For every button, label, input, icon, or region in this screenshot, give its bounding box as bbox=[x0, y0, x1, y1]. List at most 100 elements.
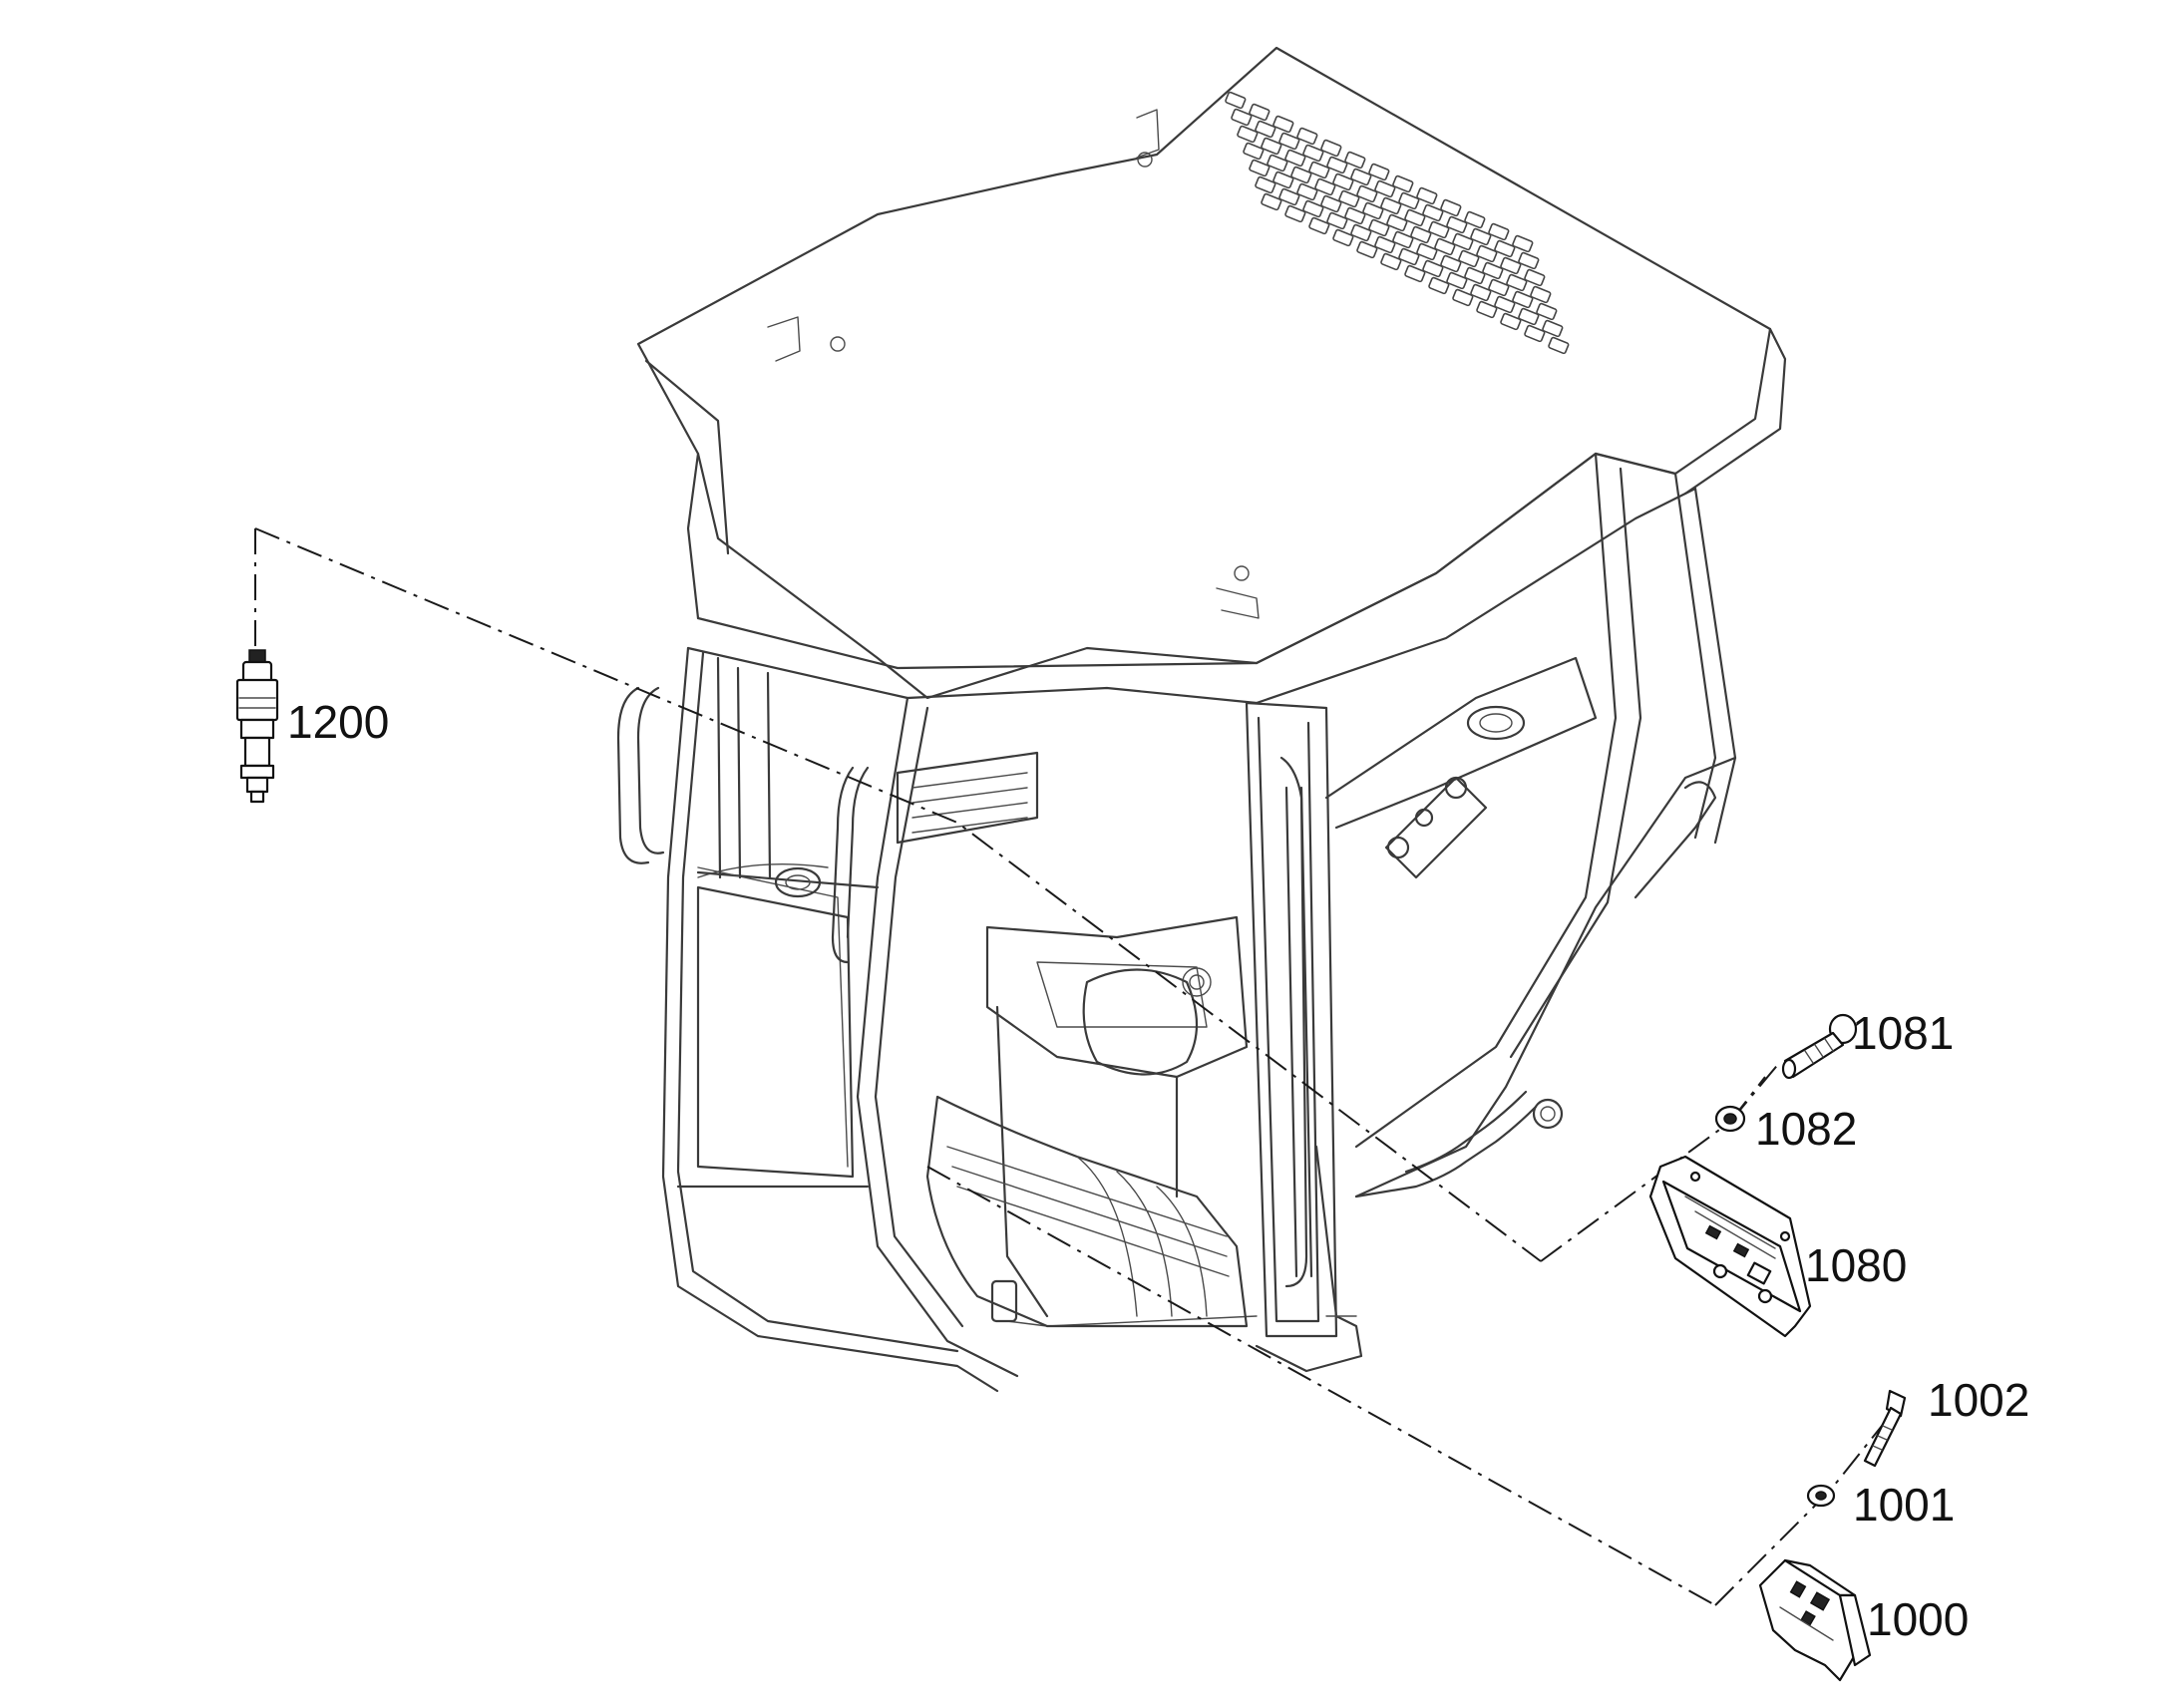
vent-slot bbox=[1494, 295, 1516, 314]
vent-slot bbox=[1464, 210, 1486, 229]
vent-slot bbox=[1524, 268, 1546, 287]
vent-slot bbox=[1386, 213, 1408, 232]
vent-slot bbox=[1476, 244, 1498, 263]
vent-slot bbox=[1452, 232, 1474, 251]
vent-slot bbox=[1410, 225, 1432, 244]
part-1081-screw bbox=[1781, 1013, 1858, 1080]
vent-slot bbox=[1350, 168, 1372, 186]
callout-1200: 1200 bbox=[287, 696, 389, 748]
callout-1082: 1082 bbox=[1755, 1103, 1857, 1155]
vent-slot bbox=[1542, 319, 1564, 338]
vent-slot bbox=[1494, 239, 1516, 258]
vent-slot bbox=[1231, 108, 1253, 127]
vent-slot bbox=[1338, 189, 1360, 208]
vent-slot bbox=[1290, 166, 1312, 184]
vent-slot bbox=[1356, 240, 1378, 259]
vent-slot bbox=[1362, 201, 1384, 220]
cab-frame bbox=[616, 46, 1787, 1393]
vent-slot bbox=[1326, 211, 1348, 230]
vent-slot bbox=[1261, 137, 1282, 156]
vent-slot bbox=[1356, 184, 1378, 203]
vent-slot bbox=[1392, 174, 1414, 193]
vent-slot bbox=[1320, 194, 1342, 213]
vent-slot bbox=[1398, 191, 1420, 210]
vent-slot bbox=[1440, 198, 1462, 217]
vent-slot bbox=[1296, 127, 1318, 146]
vent-slot bbox=[1296, 182, 1318, 201]
vent-slot bbox=[1261, 192, 1282, 211]
part-1082-washer bbox=[1714, 1105, 1746, 1133]
vent-slot bbox=[1512, 290, 1534, 309]
vent-slot bbox=[1536, 302, 1558, 321]
vent-slot bbox=[1272, 171, 1294, 189]
vent-slot bbox=[1302, 144, 1324, 163]
vent-slot bbox=[1332, 228, 1354, 247]
vent-slot bbox=[1374, 235, 1396, 254]
vent-slot bbox=[1392, 230, 1414, 249]
vent-slot bbox=[1284, 149, 1306, 168]
vent-slot bbox=[1308, 216, 1330, 235]
vent-slot bbox=[1344, 151, 1366, 170]
part-1001-washer bbox=[1806, 1484, 1836, 1508]
vent-slot bbox=[1380, 196, 1402, 215]
vent-slot bbox=[1398, 247, 1420, 266]
vent-slot bbox=[1320, 139, 1342, 158]
vent-slot bbox=[1446, 271, 1468, 290]
vent-slot bbox=[1350, 223, 1372, 242]
vent-slot bbox=[1470, 283, 1492, 302]
vent-slot bbox=[1470, 227, 1492, 246]
vent-slot bbox=[1404, 264, 1426, 283]
vent-slot bbox=[1428, 276, 1450, 295]
vent-slot bbox=[1548, 336, 1570, 355]
vent-slot bbox=[1422, 259, 1444, 278]
callout-1002: 1002 bbox=[1928, 1374, 2029, 1426]
vent-slot bbox=[1225, 91, 1247, 110]
vent-slot bbox=[1464, 266, 1486, 285]
vent-slot bbox=[1476, 300, 1498, 319]
vent-slot bbox=[1374, 179, 1396, 198]
vent-slot bbox=[1512, 234, 1534, 253]
vent-slot bbox=[1530, 285, 1552, 304]
vent-slot bbox=[1326, 156, 1348, 174]
vent-slot bbox=[1302, 199, 1324, 218]
vent-slot bbox=[1434, 237, 1456, 256]
vent-slot bbox=[1482, 261, 1504, 280]
vent-slot bbox=[1518, 307, 1540, 326]
vent-slot bbox=[1344, 206, 1366, 225]
vent-slot bbox=[1416, 242, 1438, 261]
vent-slot bbox=[1272, 115, 1294, 134]
roof-vent-grille bbox=[1225, 91, 1570, 355]
vent-slot bbox=[1452, 288, 1474, 307]
vent-slot bbox=[1308, 161, 1330, 179]
callout-1001: 1001 bbox=[1853, 1479, 1955, 1531]
vent-slot bbox=[1249, 103, 1271, 122]
vent-slot bbox=[1506, 273, 1528, 292]
vent-slot bbox=[1255, 120, 1276, 139]
part-1000-bracket bbox=[1758, 1558, 1872, 1682]
vent-slot bbox=[1524, 324, 1546, 343]
vent-slot bbox=[1440, 254, 1462, 273]
vent-slot bbox=[1446, 215, 1468, 234]
vent-slot bbox=[1284, 204, 1306, 223]
callout-1080: 1080 bbox=[1805, 1239, 1907, 1291]
vent-slot bbox=[1314, 177, 1336, 196]
vent-slot bbox=[1278, 132, 1300, 151]
vent-slot bbox=[1428, 220, 1450, 239]
part-1200-switch bbox=[235, 649, 279, 804]
vent-slot bbox=[1267, 154, 1288, 172]
callout-1081: 1081 bbox=[1852, 1007, 1954, 1059]
vent-slot bbox=[1404, 208, 1426, 227]
callout-1000: 1000 bbox=[1867, 1593, 1969, 1645]
vent-slot bbox=[1368, 218, 1390, 237]
vent-slot bbox=[1380, 252, 1402, 271]
vent-slot bbox=[1500, 256, 1522, 275]
vent-slot bbox=[1278, 187, 1300, 206]
vent-slot bbox=[1422, 203, 1444, 222]
vent-slot bbox=[1255, 175, 1276, 194]
vent-slot bbox=[1488, 278, 1510, 297]
part-1080-control-panel bbox=[1648, 1155, 1812, 1338]
vent-slot bbox=[1237, 125, 1259, 144]
callout-labels: 1200 1081 1082 1080 1002 1001 1000 bbox=[287, 696, 2029, 1645]
part-1002-bolt bbox=[1863, 1389, 1907, 1468]
